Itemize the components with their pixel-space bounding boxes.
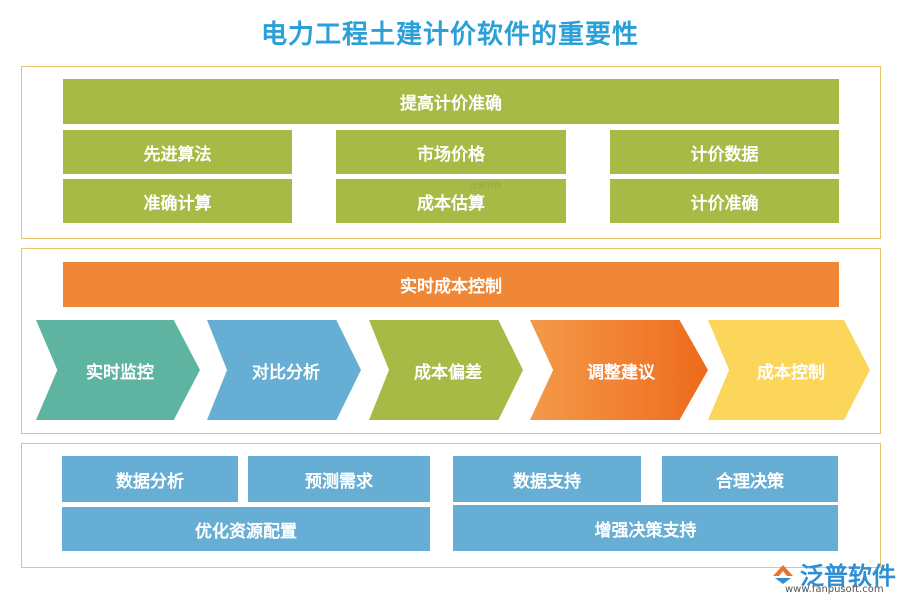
logo-url: www.fanpusoft.com — [785, 584, 884, 595]
header-accuracy: 提高计价准确 — [63, 79, 839, 124]
fanpu-logo-icon — [773, 564, 793, 584]
brand-logo: 泛普软件 — [770, 556, 896, 591]
item-reasonable-decision: 合理决策 — [662, 456, 838, 502]
logo-name: 泛普软件 — [800, 562, 896, 590]
item-optimize-resources: 优化资源配置 — [62, 507, 430, 551]
step-label: 成本控制 — [757, 362, 825, 383]
page-title: 电力工程土建计价软件的重要性 — [260, 20, 639, 50]
step-realtime-monitor: 实时监控 — [36, 320, 200, 420]
step-adjust-suggestion: 调整建议 — [530, 320, 708, 420]
item-data-analysis: 数据分析 — [62, 456, 238, 502]
step-label: 实时监控 — [86, 362, 154, 383]
step-label: 调整建议 — [587, 362, 655, 383]
item-enhance-decision: 增强决策支持 — [453, 505, 838, 551]
item-accurate-calc: 准确计算 — [63, 179, 292, 223]
item-predict-demand: 预测需求 — [248, 456, 430, 502]
item-advanced-algorithm: 先进算法 — [63, 130, 292, 174]
step-cost-control: 成本控制 — [708, 320, 870, 420]
header-cost-control: 实时成本控制 — [63, 262, 839, 307]
step-compare-analysis: 对比分析 — [207, 320, 361, 420]
item-data-support: 数据支持 — [453, 456, 641, 502]
step-label: 对比分析 — [252, 362, 320, 383]
item-pricing-data: 计价数据 — [610, 130, 839, 174]
item-pricing-accuracy: 计价准确 — [610, 179, 839, 223]
item-market-price: 市场价格 — [336, 130, 566, 174]
center-watermark: 泛普软件 — [470, 181, 502, 190]
item-cost-estimate: 成本估算 — [336, 179, 566, 223]
step-label: 成本偏差 — [414, 362, 482, 383]
step-cost-deviation: 成本偏差 — [369, 320, 523, 420]
